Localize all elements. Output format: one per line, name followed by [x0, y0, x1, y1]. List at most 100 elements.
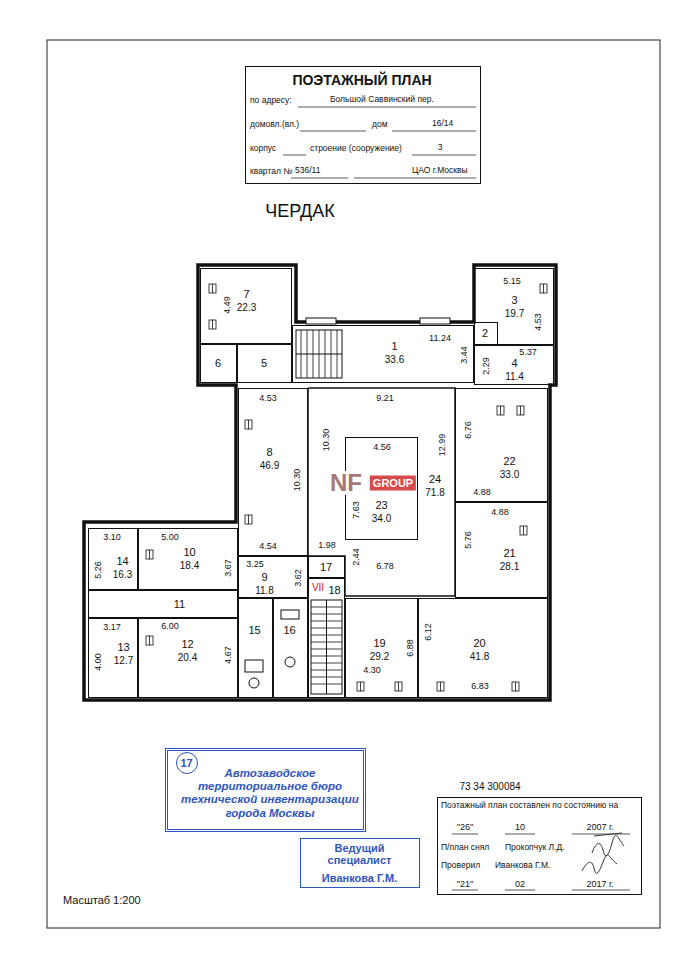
- dimension: 4.54: [258, 542, 278, 551]
- room-label: 17: [320, 560, 332, 573]
- form-text: "26": [457, 822, 473, 832]
- dimension: 6.88: [406, 638, 415, 658]
- room-label: 14: [116, 554, 128, 567]
- dimension: 9.21: [375, 394, 395, 403]
- room-label: 3: [511, 293, 517, 306]
- form-text: 2017 г.: [586, 879, 613, 889]
- dimension: 3.10: [102, 533, 122, 542]
- dimension: 4.53: [258, 394, 278, 403]
- form-text: строение (сооружение): [310, 144, 402, 154]
- dimension: 4.88: [490, 508, 510, 517]
- radiator-symbol: [523, 526, 524, 535]
- room-label: 15: [248, 623, 260, 636]
- dimension: 3.67: [224, 558, 233, 578]
- radiator-symbol: [248, 515, 249, 524]
- stair-line: [325, 330, 326, 378]
- form-line: [298, 107, 476, 108]
- form-line: [505, 834, 535, 835]
- room-label: 11: [174, 597, 185, 610]
- form-text: корпус: [250, 144, 276, 154]
- room-label: 22.3: [237, 302, 256, 314]
- specialist-stamp: Ведущий специалистИванкова Г.М.: [300, 838, 420, 888]
- stair-symbol: [311, 600, 342, 694]
- radiator-symbol: [440, 682, 441, 691]
- room-label: 23: [375, 498, 387, 511]
- dimension: 2.29: [482, 356, 491, 376]
- watermark: GROUP: [370, 476, 416, 491]
- room: 17: [308, 556, 345, 578]
- room-label: 18: [328, 583, 340, 596]
- plan-heading: ЧЕРДАК: [265, 201, 335, 222]
- stair-outline: [311, 600, 342, 694]
- dimension: 10.30: [293, 468, 302, 493]
- room: 6: [200, 344, 237, 383]
- room-label: 1: [391, 339, 397, 352]
- stair-line: [311, 614, 342, 615]
- room: 5: [237, 344, 292, 383]
- form-line: [300, 131, 366, 132]
- room-label: 9: [261, 570, 267, 583]
- form-line: [572, 834, 630, 835]
- toilet-symbol: [285, 657, 295, 667]
- room-label: 16: [283, 623, 295, 636]
- dimension: 6.78: [375, 562, 395, 571]
- room: 2: [474, 322, 498, 345]
- room-label: 7: [243, 287, 249, 300]
- form-text: по адресу:: [250, 96, 292, 106]
- radiator-symbol: [540, 284, 547, 293]
- stair-line: [311, 628, 342, 629]
- room: 722.3: [200, 268, 292, 344]
- form-text: домовл.(вл.): [250, 120, 299, 130]
- room-label: 20.4: [178, 652, 197, 664]
- radiator-symbol: [149, 550, 150, 559]
- room-label: 46.9: [260, 460, 279, 472]
- dimension: 5.76: [464, 530, 473, 550]
- dimension: 3.62: [294, 568, 303, 588]
- stair-line: [311, 670, 342, 671]
- radiator-symbol: [248, 420, 249, 429]
- room-label: 71.8: [425, 487, 444, 499]
- form-text: Поэтажный план составлен по состоянию на: [441, 801, 618, 811]
- dimension: 4.67: [224, 645, 233, 665]
- dimension: 5.00: [160, 533, 180, 542]
- room-label: 12.7: [114, 655, 133, 667]
- radiator-symbol: [146, 550, 153, 559]
- stamp-number: 17: [176, 752, 198, 774]
- room-label: 34.0: [372, 513, 391, 525]
- form-text: 3: [438, 143, 443, 153]
- room-label: 41.8: [470, 651, 489, 663]
- stair-line: [311, 642, 342, 643]
- room-label: 6: [215, 356, 221, 369]
- stair-line: [311, 663, 342, 664]
- radiator-symbol: [543, 284, 544, 293]
- dimension: 6.12: [424, 622, 433, 642]
- radiator-symbol: [437, 682, 444, 691]
- radiator-symbol: [500, 406, 501, 415]
- room-label: 4: [511, 356, 517, 369]
- form-text: 2007 г.: [586, 822, 613, 832]
- room-label: 5: [261, 356, 267, 369]
- radiator-symbol: [512, 682, 519, 691]
- form-text: 536/11: [295, 166, 320, 176]
- room-label: 19: [373, 636, 385, 649]
- dimension: 4.88: [472, 488, 492, 497]
- form-line: [572, 890, 630, 891]
- radiator-symbol: [497, 406, 504, 415]
- room-label: 29.2: [370, 651, 389, 663]
- bti-stamp: 17Автозаводское территориальное бюро тех…: [165, 748, 366, 832]
- dimension: 3.44: [460, 345, 469, 365]
- sink-symbol: [245, 660, 263, 672]
- form-line: [505, 890, 535, 891]
- radiator-symbol: [209, 284, 216, 293]
- radiator-symbol: [146, 636, 153, 645]
- room-label: 33.6: [385, 354, 404, 366]
- stair-symbol: [296, 330, 342, 378]
- dimension: 5.15: [502, 277, 522, 286]
- form-text: Большой Саввинский пер.: [330, 95, 434, 105]
- room-label: 33.0: [500, 469, 519, 481]
- stair-line: [311, 677, 342, 678]
- room-label: 24: [429, 473, 441, 486]
- page-frame: [47, 40, 660, 928]
- form-text: 02: [515, 879, 525, 889]
